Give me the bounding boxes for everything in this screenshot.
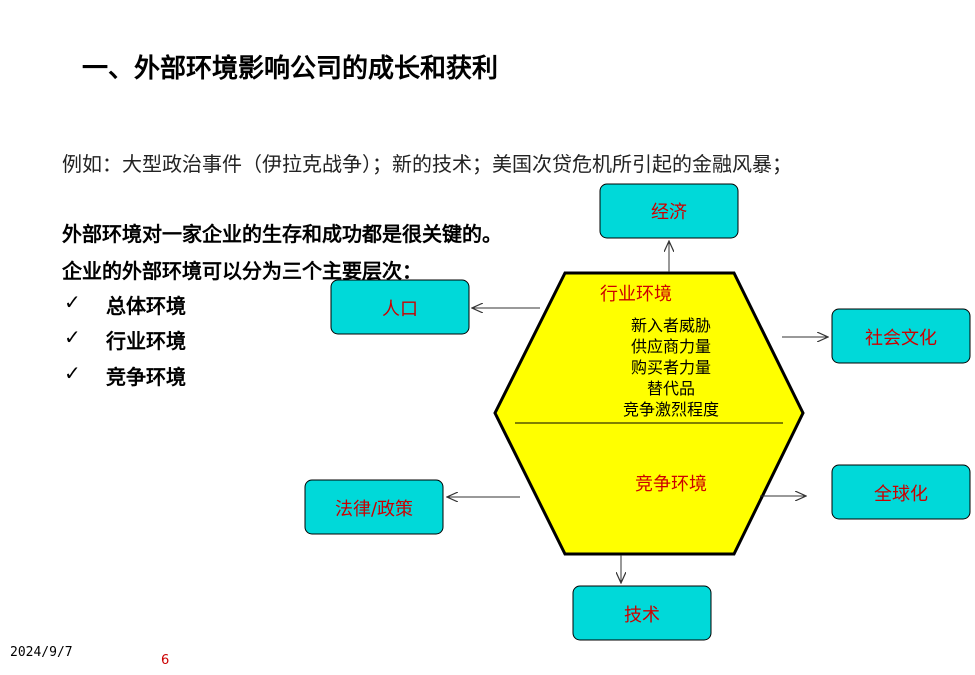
industry-item: 替代品 [647,379,695,398]
industry-item: 购买者力量 [631,358,711,377]
industry-item: 竞争激烈程度 [623,400,719,419]
check-mark-icon: ✓ [64,361,81,385]
box-technology: 技术 [572,585,712,641]
box-economy: 经济 [599,183,739,239]
svg-text:全球化: 全球化 [874,484,928,505]
intro-paragraph: 例如：大型政治事件（伊拉克战争）；新的技术；美国次贷危机所引起的金融风暴； [62,152,792,176]
checklist-item-general: 总体环境 [106,294,186,318]
svg-text:社会文化: 社会文化 [865,328,937,349]
check-mark-icon: ✓ [64,290,81,314]
page-title: 一、外部环境影响公司的成长和获利 [82,54,499,84]
environment-hexagon [493,271,805,556]
check-mark-icon: ✓ [64,325,81,349]
box-law-policy: 法律/政策 [304,479,444,535]
industry-item: 供应商力量 [631,337,711,356]
box-population: 人口 [330,279,470,335]
statement-key-importance: 外部环境对一家企业的生存和成功都是很关键的。 [62,222,502,246]
box-society-culture: 社会文化 [831,308,971,364]
statement-three-levels: 企业的外部环境可以分为三个主要层次： [62,259,422,283]
checklist-item-industry: 行业环境 [106,329,186,353]
svg-text:法律/政策: 法律/政策 [335,499,413,520]
industry-item: 新入者威胁 [631,316,711,335]
svg-text:人口: 人口 [382,299,418,320]
industry-environment-label: 行业环境 [600,284,672,305]
competition-environment-label: 竞争环境 [635,474,707,495]
box-globalization: 全球化 [831,464,971,520]
svg-text:技术: 技术 [624,605,660,626]
footer-date: 2024/9/7 [10,645,73,660]
page-number: 6 [161,653,170,668]
svg-text:经济: 经济 [651,202,687,223]
checklist-item-competition: 竞争环境 [106,365,186,389]
